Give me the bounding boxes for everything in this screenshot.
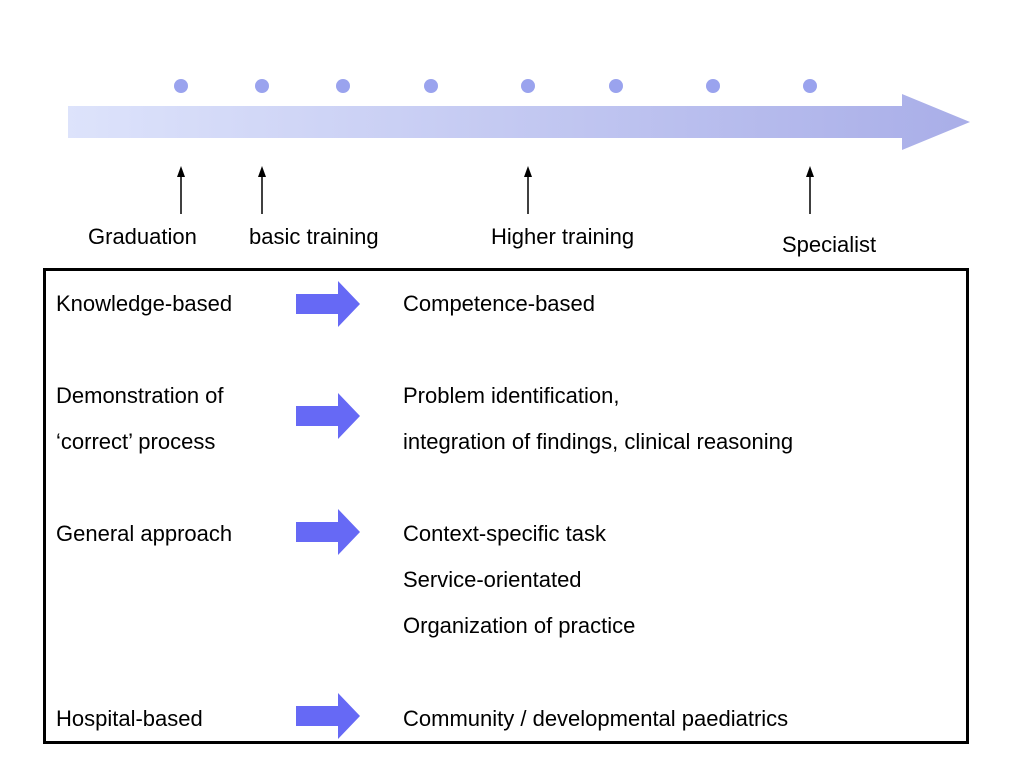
milestone-dot [174, 79, 188, 93]
transition-arrow-icon [296, 509, 360, 555]
from-text: Hospital-based [56, 706, 203, 731]
pointer-arrow-specialist [806, 166, 814, 214]
training-timeline [68, 79, 970, 214]
to-text: Competence-based [403, 291, 596, 316]
pointer-arrow-graduation [177, 166, 185, 214]
stage-label-graduation: Graduation [88, 224, 197, 249]
milestone-dot [521, 79, 535, 93]
to-text: Organization of practice [403, 613, 636, 638]
to-text: Problem identification, [403, 383, 620, 408]
milestone-dot [609, 79, 623, 93]
timeline-arrow [68, 94, 970, 150]
pointer-arrow-higher-training [524, 166, 532, 214]
to-text: Service-orientated [403, 567, 582, 592]
from-text: ‘correct’ process [56, 429, 216, 454]
to-text: integration of findings, clinical reason… [403, 429, 794, 454]
milestone-dot [424, 79, 438, 93]
transition-arrow-icon [296, 393, 360, 439]
milestone-dot [706, 79, 720, 93]
to-text: Community / developmental paediatrics [403, 706, 789, 731]
milestone-dot [336, 79, 350, 93]
from-text: General approach [56, 521, 233, 546]
comparison-table: Knowledge-based Competence-based Demonst… [43, 268, 969, 744]
pointer-arrow-basic-training [258, 166, 266, 214]
milestone-dot [255, 79, 269, 93]
stage-label-higher-training: Higher training [491, 224, 635, 249]
from-text: Demonstration of [56, 383, 224, 408]
from-text: Knowledge-based [56, 291, 233, 316]
stage-label-basic-training: basic training [249, 224, 379, 249]
to-text: Context-specific task [403, 521, 606, 546]
transition-arrow-icon [296, 281, 360, 327]
transition-arrow-icon [296, 693, 360, 739]
stage-label-specialist: Specialist [782, 232, 877, 257]
milestone-dots [174, 79, 817, 93]
milestone-dot [803, 79, 817, 93]
